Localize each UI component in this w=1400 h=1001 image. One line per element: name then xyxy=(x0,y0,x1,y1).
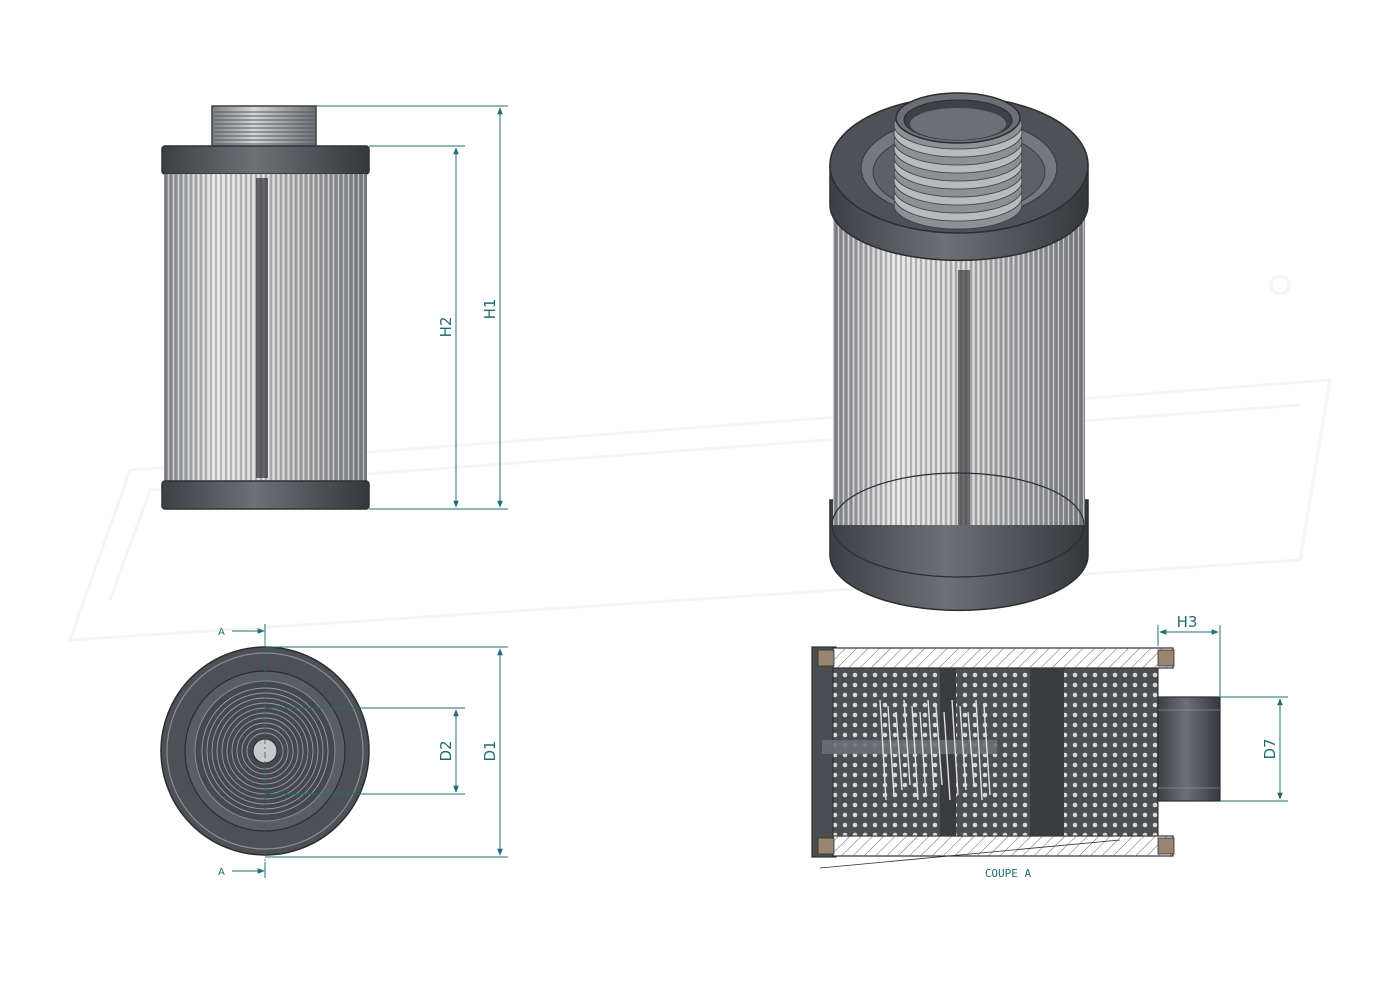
front-top-cap xyxy=(161,145,370,175)
section-caption: COUPE A xyxy=(985,867,1032,880)
dim-d2-label: D2 xyxy=(437,740,455,761)
front-bottom-cap xyxy=(161,480,370,510)
section-markers xyxy=(232,624,266,878)
section-marker-top: A xyxy=(218,627,225,638)
dim-d1-label: D1 xyxy=(481,740,499,761)
section-view xyxy=(811,646,1221,869)
top-dimensions xyxy=(265,646,508,858)
section-outlet xyxy=(1157,696,1221,802)
dim-h3-label: H3 xyxy=(1177,613,1198,631)
dim-h2-label: H2 xyxy=(437,317,455,338)
dim-d7-label: D7 xyxy=(1261,738,1279,759)
front-dimensions xyxy=(316,105,508,510)
top-view xyxy=(160,640,370,862)
section-marker-bottom: A xyxy=(218,867,225,878)
front-view xyxy=(161,105,370,510)
thread-grooves xyxy=(214,111,314,145)
isometric-view xyxy=(829,92,1089,612)
front-thread xyxy=(211,105,317,149)
section-dimensions xyxy=(1157,625,1288,802)
section-spring xyxy=(879,699,991,801)
dim-h1-label: H1 xyxy=(481,299,499,320)
